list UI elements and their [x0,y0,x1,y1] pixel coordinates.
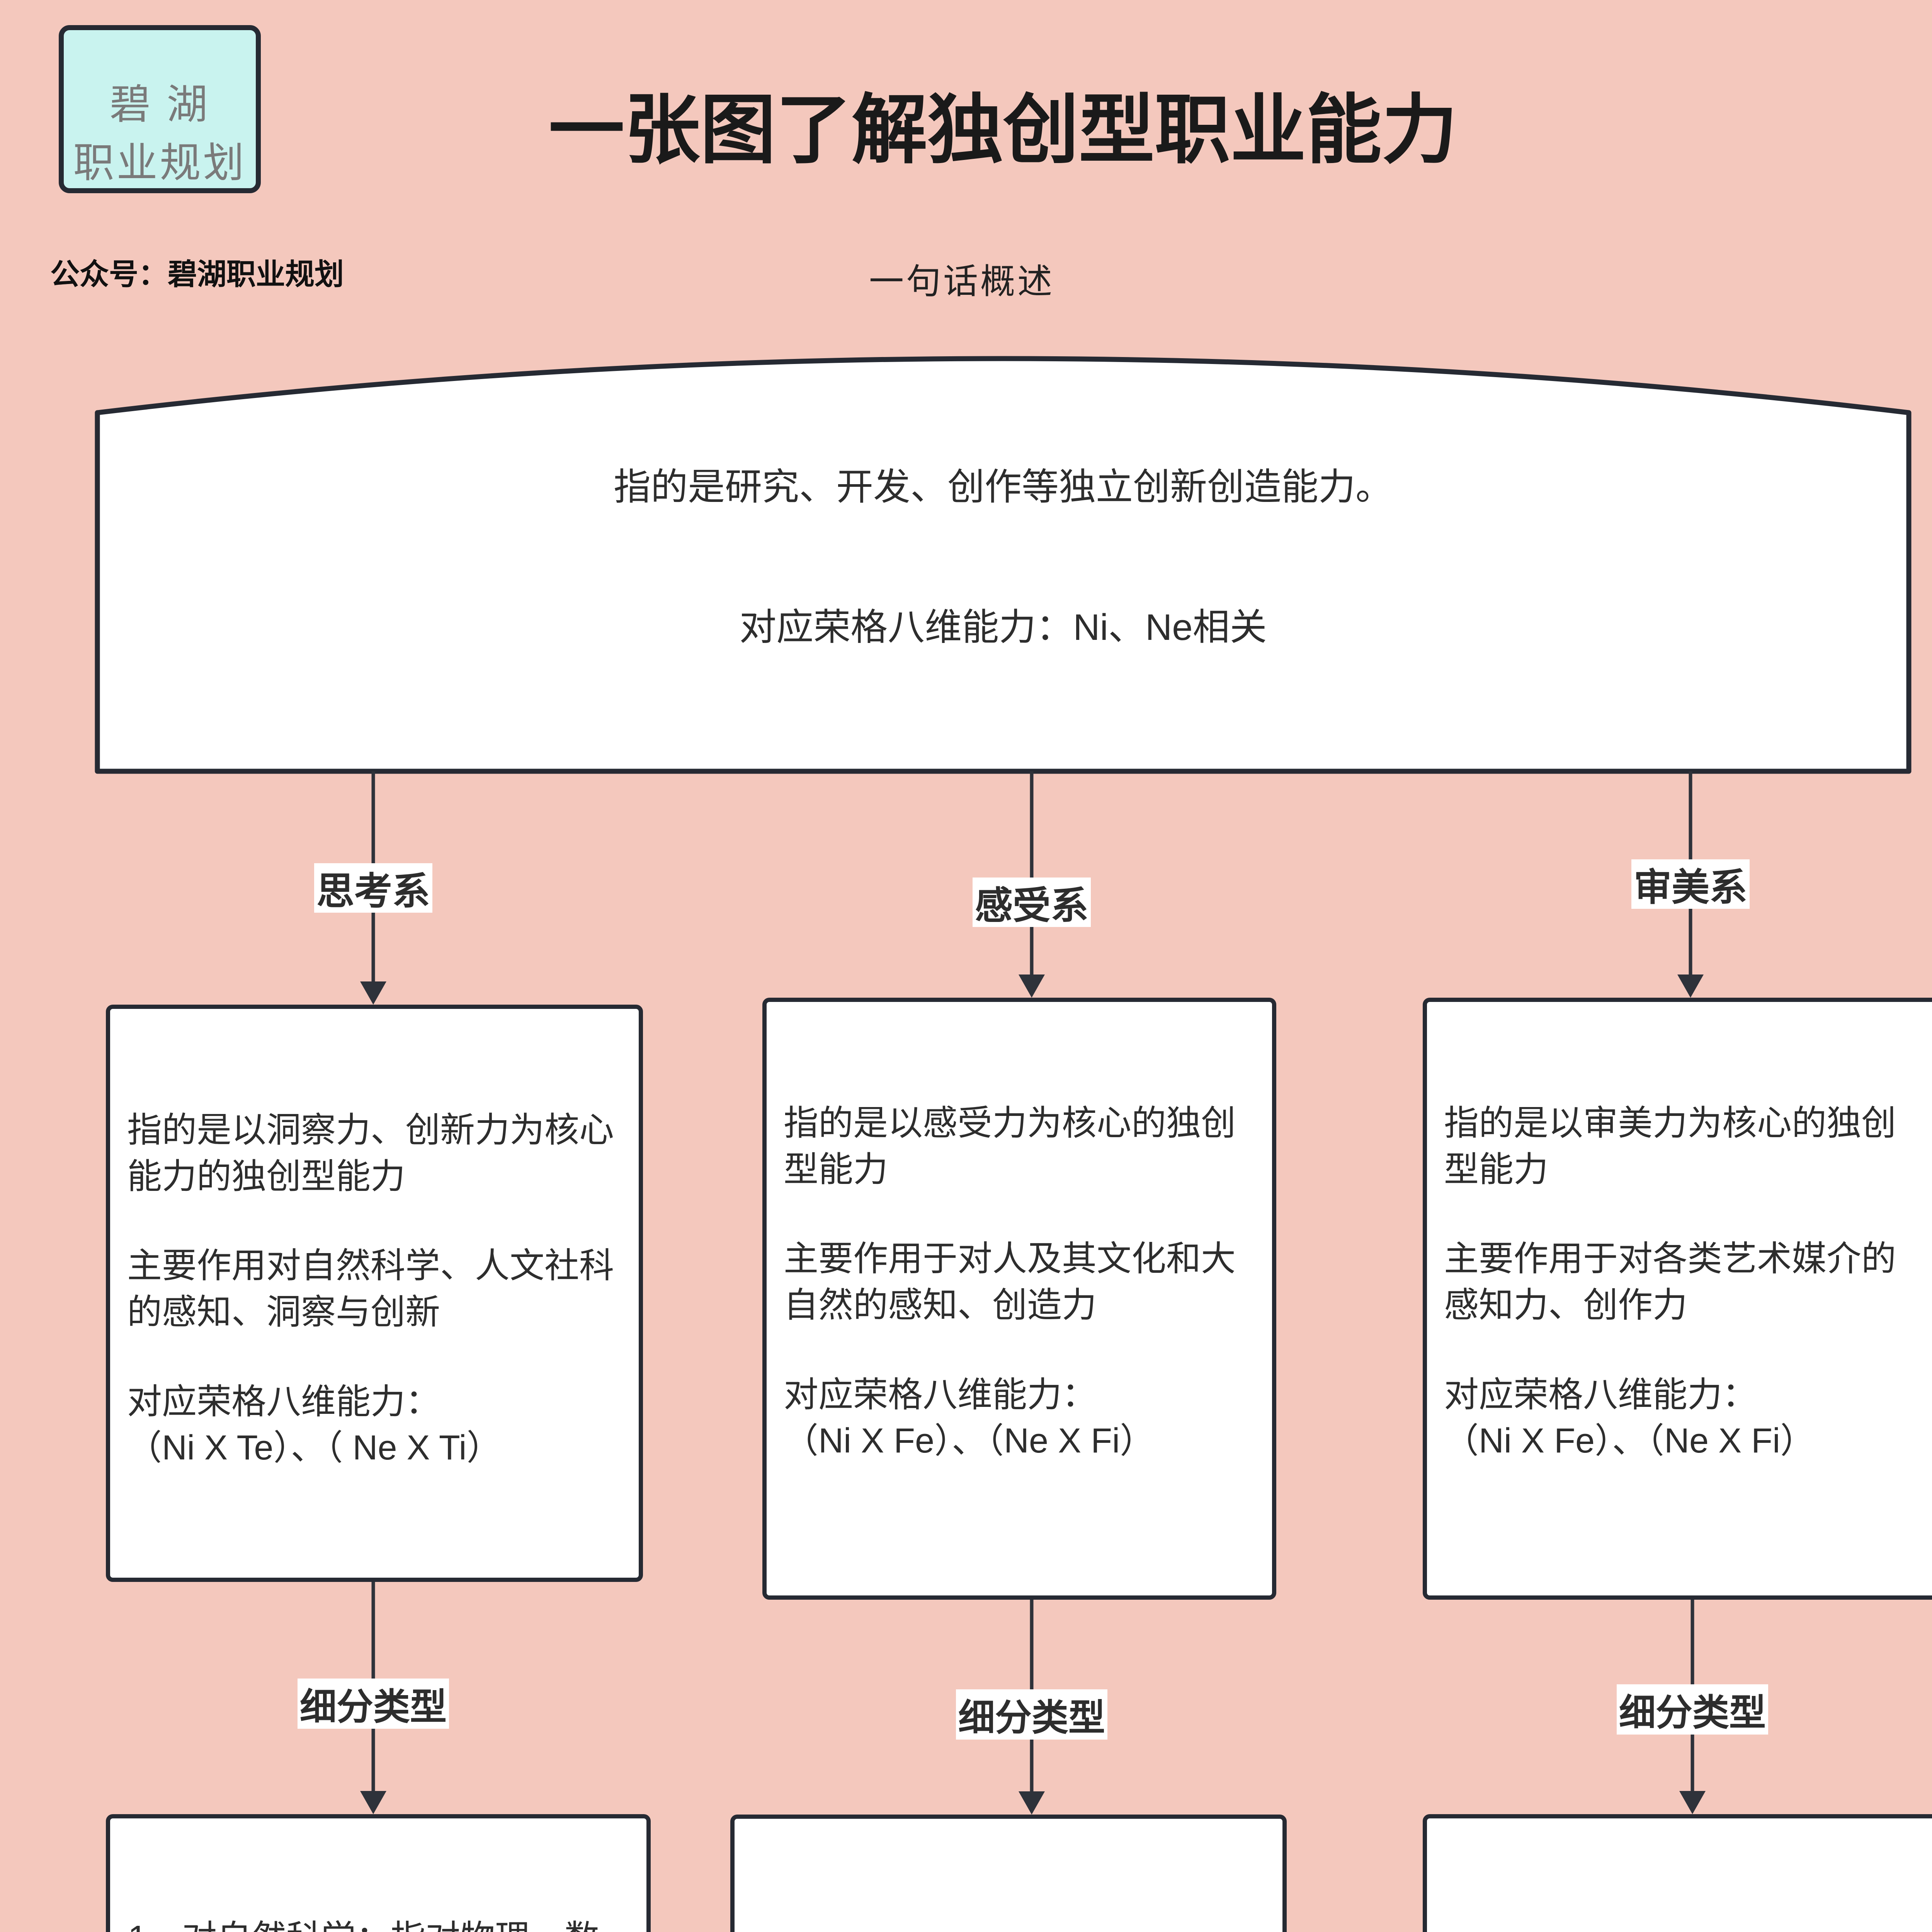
feeling-jung: 对应荣格八维能力： （Ni X Fe）、（Ne X Fi） [784,1372,1256,1464]
feeling-jung-formula: （Ni X Fe）、（Ne X Fi） [784,1422,1155,1461]
subtype-label-thinking: 细分类型 [298,1679,449,1729]
branch-label-feeling: 感受系 [973,878,1091,927]
aesthetic-scope: 主要作用于对各类艺术媒介的感知力、创作力 [1444,1240,1896,1325]
aesthetic-definition: 指的是以审美力为核心的独创型能力 [1444,1104,1896,1189]
account-label: 公众号：碧湖职业规划 [50,258,344,291]
subtype-label-aesthetic: 细分类型 [1617,1684,1768,1735]
feeling-scope: 主要作用于对人及其文化和大自然的感知、创造力 [784,1240,1236,1325]
overview-label: 一句话概述 [869,262,1054,301]
aesthetic-description-box: 指的是以审美力为核心的独创型能力 主要作用于对各类艺术媒介的感知力、创作力 对应… [1423,998,1932,1600]
branch-label-thinking: 思考系 [314,863,432,913]
subtype-label-feeling: 细分类型 [956,1689,1107,1740]
thinking-jung: 对应荣格八维能力： （Ni X Te）、（ Ne X Ti） [127,1379,622,1471]
branch-label-aesthetic: 审美系 [1631,859,1750,909]
summary-box-shape [95,356,1912,774]
thinking-details-box: 1、对自然科学：指对物理、数学、天文、地理、生物、化学等理学、数据、AI、元宇宙… [106,1814,651,1932]
thinking-jung-formula: （Ni X Te）、（ Ne X Ti） [127,1429,502,1468]
thinking-scope: 主要作用对自然科学、人文社科的感知、洞察与创新 [127,1247,614,1332]
aesthetic-jung-formula: （Ni X Fe）、（Ne X Fi） [1444,1422,1815,1461]
thinking-definition: 指的是以洞察力、创新力为核心能力的独创型能力 [127,1111,614,1196]
feeling-definition: 指的是以感受力为核心的独创型能力 [784,1104,1236,1189]
feeling-details-box: 1、对人：指对个体心理、社会文化、地方文化的感受力以及对于文化的创新力 2、对大… [730,1815,1287,1932]
logo-line1: 碧 湖 [109,82,210,128]
feeling-description-box: 指的是以感受力为核心的独创型能力 主要作用于对人及其文化和大自然的感知、创造力 … [762,998,1276,1600]
aesthetic-jung-label: 对应荣格八维能力： [1444,1375,1757,1414]
feeling-jung-label: 对应荣格八维能力： [784,1375,1097,1414]
aesthetic-jung: 对应荣格八维能力： （Ni X Fe）、（Ne X Fi） [1444,1372,1929,1464]
logo-line2: 职业规划 [73,140,247,186]
logo-badge: 碧 湖 职业规划 [59,25,261,193]
summary-line1: 指的是研究、开发、创作等独立创新创造能力。 [614,466,1393,508]
summary-line2: 对应荣格八维能力：Ni、Ne相关 [739,607,1267,648]
page-title: 一张图了解独创型职业能力 [548,88,1458,172]
arrowheads [360,975,1706,1815]
thinking-description-box: 指的是以洞察力、创新力为核心能力的独创型能力 主要作用对自然科学、人文社科的感知… [106,1005,643,1582]
thinking-jung-label: 对应荣格八维能力： [127,1382,440,1421]
thinking-detail-1: 1、对自然科学：指对物理、数学、天文、地理、生物、化学等理学、数据、AI、元宇宙… [128,1915,631,1932]
aesthetic-details-box: 对艺术： 1、文本：指对文学、影视、戏剧等的审美力、创作力 2、肢体：指对舞蹈、… [1423,1814,1932,1932]
